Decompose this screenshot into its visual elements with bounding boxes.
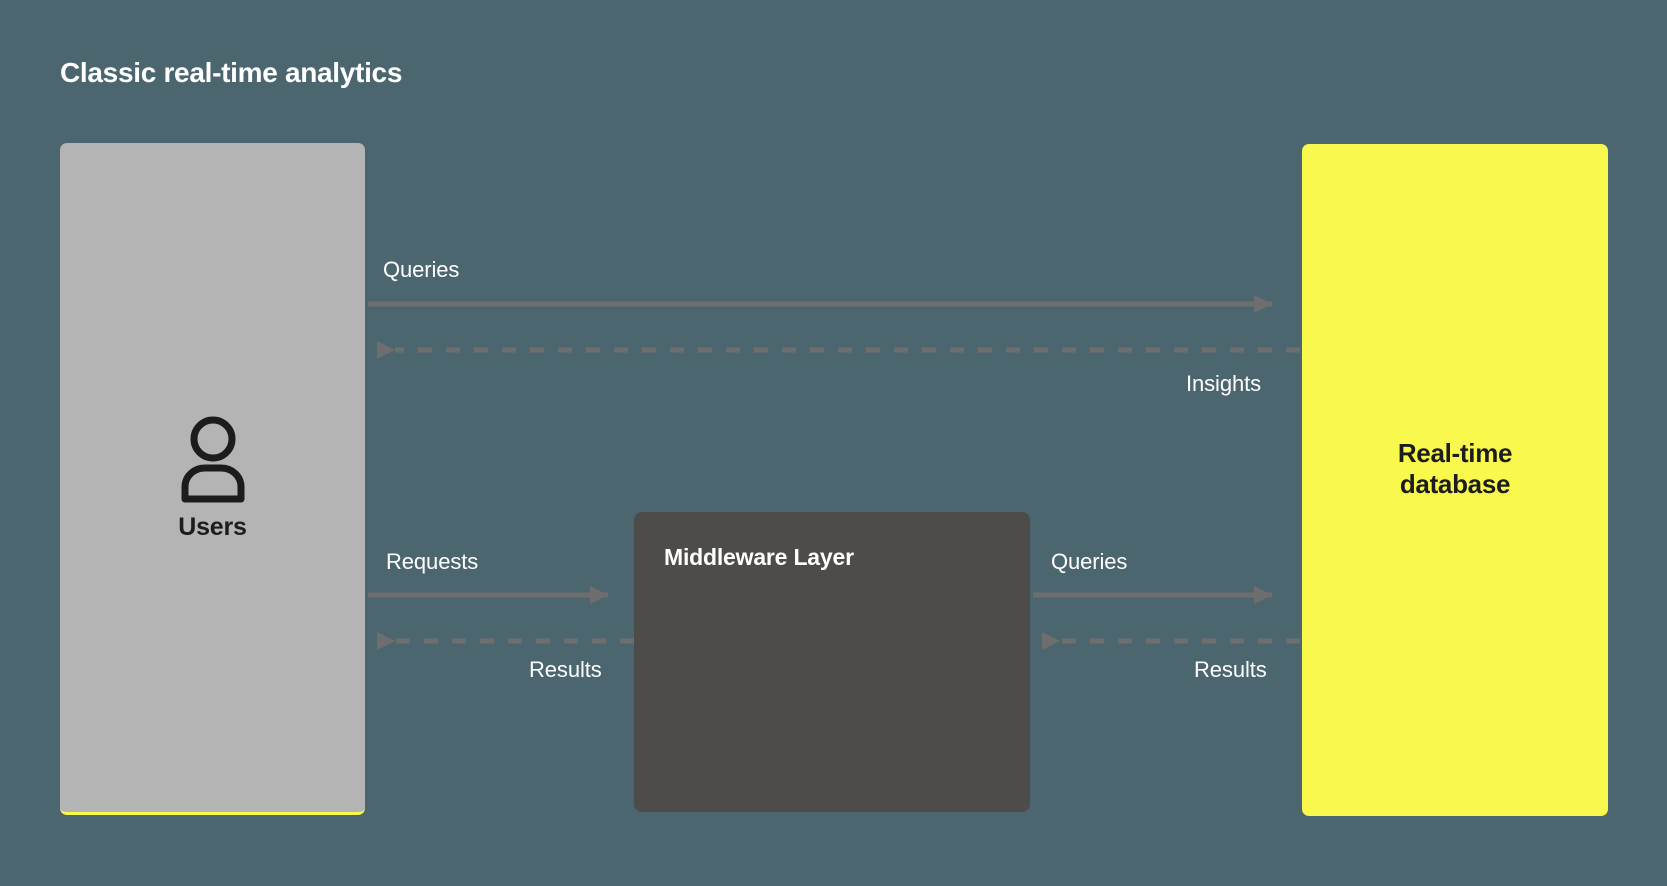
- edge-label-users-to-mw-requests: Requests: [386, 549, 479, 574]
- node-middleware-label: Middleware Layer: [664, 544, 854, 570]
- edge-label-mw-to-users-results: Results: [529, 657, 602, 682]
- node-database-label: Real-time database: [1302, 438, 1608, 500]
- node-users-content: Users: [60, 415, 365, 542]
- edge-label-mw-to-db-queries: Queries: [1051, 549, 1128, 574]
- node-users-label: Users: [178, 513, 247, 541]
- edge-label-db-to-users-insights: Insights: [1186, 371, 1262, 396]
- edge-label-db-to-mw-results: Results: [1194, 657, 1267, 682]
- node-middleware[interactable]: Middleware Layer: [634, 512, 1030, 812]
- node-users[interactable]: Users: [60, 143, 365, 815]
- page-title: Classic real-time analytics: [60, 57, 403, 88]
- user-icon: [181, 416, 244, 503]
- node-database-label-line1: Real-time: [1397, 438, 1513, 468]
- node-database[interactable]: Real-time database: [1302, 144, 1608, 816]
- node-database-label-line2: database: [1399, 469, 1511, 500]
- edge-label-users-to-db-queries: Queries: [383, 257, 460, 282]
